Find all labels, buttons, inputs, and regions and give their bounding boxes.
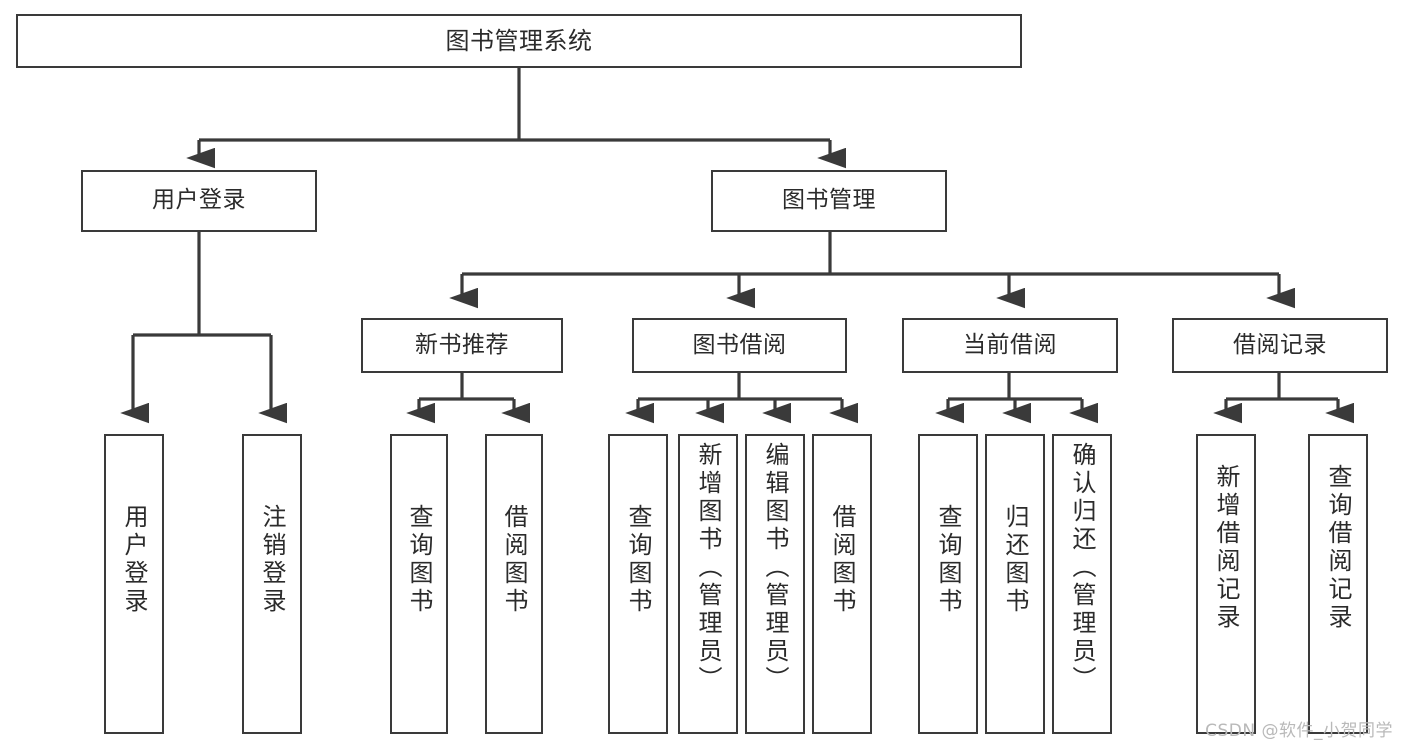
leaf-query-book-2[interactable]: 查询图书 xyxy=(608,434,668,734)
watermark-text: CSDN @软件_小贺同学 xyxy=(1205,721,1393,741)
node-label: 查询借阅记录 xyxy=(1324,464,1352,632)
leaf-add-record[interactable]: 新增借阅记录 xyxy=(1196,434,1256,734)
node-current-borrow[interactable]: 当前借阅 xyxy=(902,318,1118,373)
node-root-system[interactable]: 图书管理系统 xyxy=(16,14,1022,68)
node-user-login[interactable]: 用户登录 xyxy=(81,170,317,232)
leaf-query-book-3[interactable]: 查询图书 xyxy=(918,434,978,734)
leaf-confirm-return[interactable]: 确认归还（管理员） xyxy=(1052,434,1112,734)
node-label: 归还图书 xyxy=(1001,504,1029,616)
node-label: 图书借阅 xyxy=(692,331,787,358)
node-label: 用户登录 xyxy=(152,187,246,214)
node-label: 编辑图书（管理员） xyxy=(761,442,789,694)
node-borrow-record[interactable]: 借阅记录 xyxy=(1172,318,1388,373)
leaf-logout[interactable]: 注销登录 xyxy=(242,434,302,734)
node-label: 新书推荐 xyxy=(415,331,509,358)
node-label: 借阅图书 xyxy=(828,504,856,616)
node-label: 用户登录 xyxy=(120,504,148,616)
node-book-borrow[interactable]: 图书借阅 xyxy=(632,318,847,373)
node-label: 注销登录 xyxy=(258,504,286,616)
node-label: 借阅记录 xyxy=(1233,331,1327,358)
node-label: 查询图书 xyxy=(624,504,652,616)
leaf-borrow-book-2[interactable]: 借阅图书 xyxy=(812,434,872,734)
leaf-add-book[interactable]: 新增图书（管理员） xyxy=(678,434,738,734)
node-label: 借阅图书 xyxy=(500,504,528,616)
node-label: 查询图书 xyxy=(934,504,962,616)
node-label: 确认归还（管理员） xyxy=(1068,442,1096,694)
node-label: 新增图书（管理员） xyxy=(694,442,722,694)
node-label: 新增借阅记录 xyxy=(1212,464,1240,632)
node-label: 查询图书 xyxy=(405,504,433,616)
node-label: 图书管理系统 xyxy=(445,26,593,55)
leaf-edit-book[interactable]: 编辑图书（管理员） xyxy=(745,434,805,734)
node-label: 图书管理 xyxy=(782,187,876,214)
node-label: 当前借阅 xyxy=(963,331,1057,358)
leaf-query-record[interactable]: 查询借阅记录 xyxy=(1308,434,1368,734)
leaf-return-book[interactable]: 归还图书 xyxy=(985,434,1045,734)
leaf-borrow-book-1[interactable]: 借阅图书 xyxy=(485,434,543,734)
leaf-user-login[interactable]: 用户登录 xyxy=(104,434,164,734)
node-book-management[interactable]: 图书管理 xyxy=(711,170,947,232)
node-new-book-recommend[interactable]: 新书推荐 xyxy=(361,318,563,373)
leaf-query-book-1[interactable]: 查询图书 xyxy=(390,434,448,734)
